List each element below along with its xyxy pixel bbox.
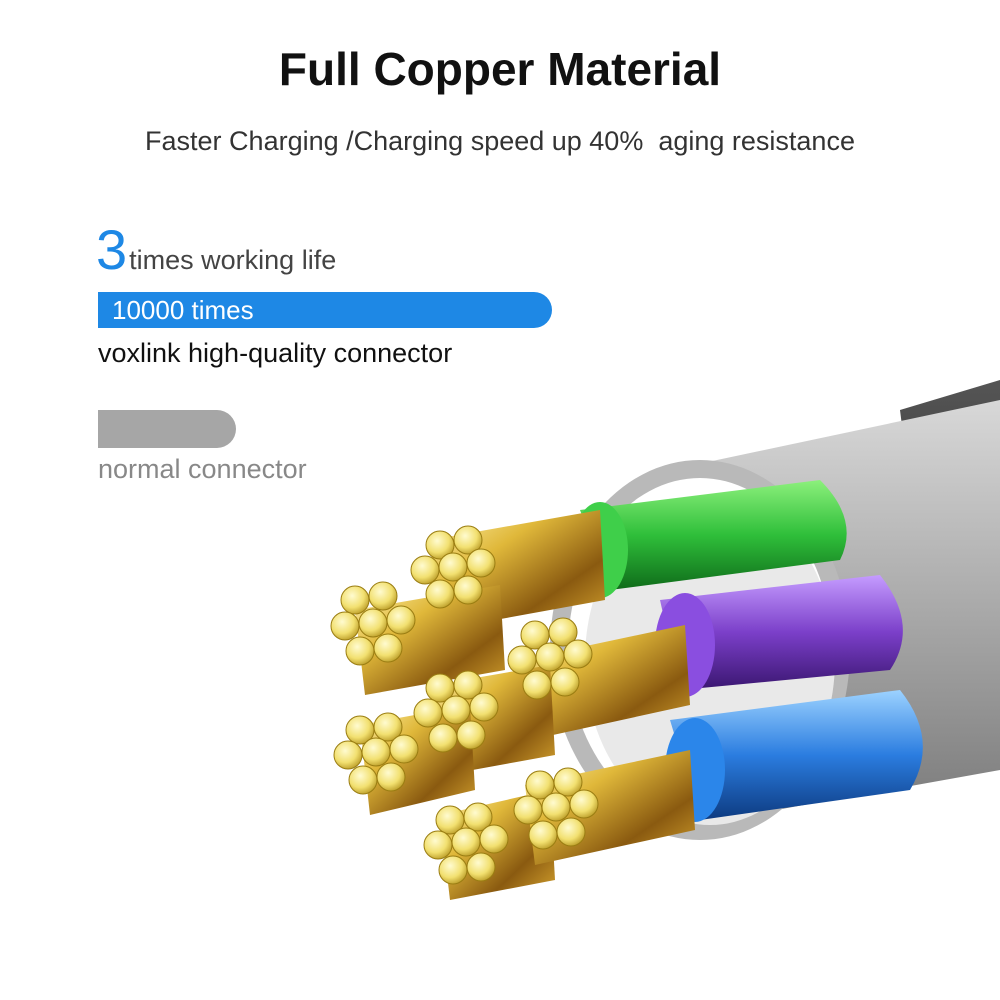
premium-connector-bar: 10000 times <box>98 292 552 328</box>
premium-connector-label: voxlink high-quality connector <box>98 338 453 368</box>
normal-connector-label: normal connector <box>98 454 307 484</box>
page-title: Full Copper Material <box>278 43 722 95</box>
cable-cross-section-illustration <box>330 380 1000 900</box>
premium-bar-label: 10000 times <box>112 295 254 325</box>
working-life-text: times working life <box>129 245 337 275</box>
working-life-line: 3 times working life <box>96 222 336 278</box>
working-life-number: 3 <box>96 218 128 281</box>
normal-connector-bar <box>98 410 236 448</box>
page-subtitle: Faster Charging /Charging speed up 40% a… <box>145 126 855 156</box>
